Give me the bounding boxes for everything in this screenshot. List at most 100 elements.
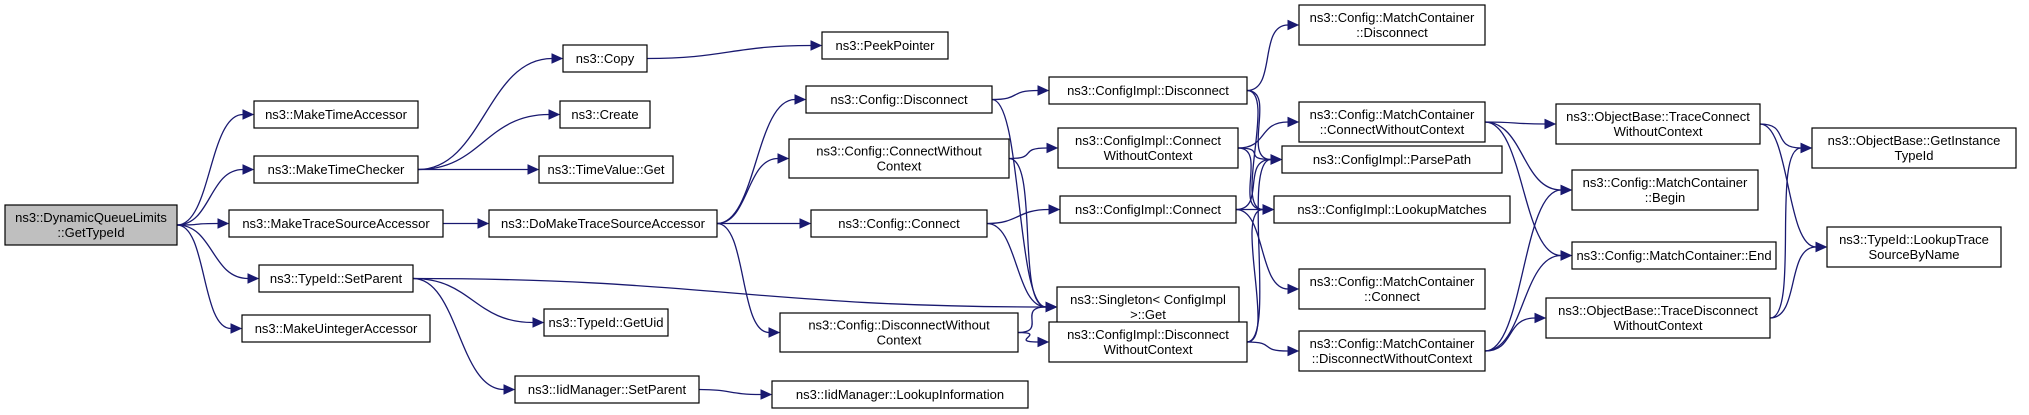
arrowhead-icon <box>217 218 230 229</box>
node-box <box>1056 286 1240 328</box>
arrowhead-icon <box>1544 118 1557 130</box>
node-box <box>1545 297 1771 339</box>
edge-config-disconnect-without-context-to-configimpl-disconnect-without-context <box>1017 331 1050 348</box>
arrowhead-icon <box>760 389 773 400</box>
edge-line <box>1235 158 1272 211</box>
arrowhead-icon <box>1037 336 1050 348</box>
node-mc-end[interactable]: ns3::Config::MatchContainer::End <box>1571 241 1777 270</box>
arrowhead-icon <box>1037 85 1050 96</box>
node-config-connect-without-context[interactable]: ns3::Config::ConnectWithoutContext <box>788 138 1010 179</box>
node-label: ns3::Create <box>571 107 638 122</box>
node-iidmanager-lookup-information[interactable]: ns3::IidManager::LookupInformation <box>771 380 1029 409</box>
edge-layer <box>176 19 1828 400</box>
node-box <box>1281 145 1503 174</box>
node-label: ns3::Config::MatchContainer <box>1310 336 1475 351</box>
arrowhead-icon <box>551 53 564 64</box>
node-box <box>1273 195 1511 224</box>
node-label: ns3::DynamicQueueLimits <box>15 210 167 225</box>
node-root[interactable]: ns3::DynamicQueueLimits::GetTypeId <box>4 204 178 246</box>
edge-line <box>176 224 232 330</box>
node-label: ::DisconnectWithoutContext <box>1312 351 1473 366</box>
edge-line <box>986 208 1050 225</box>
arrowhead-icon <box>242 109 255 120</box>
node-mc-disconnect[interactable]: ns3::Config::MatchContainer::Disconnect <box>1298 4 1486 46</box>
node-typeid-get-uid[interactable]: ns3::TypeId::GetUid <box>543 308 669 337</box>
node-label: ns3::Singleton< ConfigImpl <box>1070 292 1226 307</box>
node-configimpl-lookup-matches[interactable]: ns3::ConfigImpl::LookupMatches <box>1273 195 1511 224</box>
node-label: ns3::ObjectBase::TraceDisconnect <box>1558 303 1758 318</box>
node-make-time-checker[interactable]: ns3::MakeTimeChecker <box>253 155 419 184</box>
node-mc-connect[interactable]: ns3::Config::MatchContainer::Connect <box>1298 268 1486 310</box>
node-label: ns3::TypeId::GetUid <box>549 315 664 330</box>
node-configimpl-parse-path[interactable]: ns3::ConfigImpl::ParsePath <box>1281 145 1503 174</box>
node-label: ns3::IidManager::SetParent <box>528 382 687 397</box>
edge-root-to-make-time-accessor <box>176 109 255 226</box>
edge-configimpl-disconnect-to-mc-disconnect <box>1246 19 1300 92</box>
node-iidmanager-set-parent[interactable]: ns3::IidManager::SetParent <box>514 375 700 404</box>
edge-configimpl-connect-without-context-to-mc-connect-without-context <box>1237 116 1300 149</box>
arrowhead-icon <box>548 109 561 120</box>
node-config-disconnect[interactable]: ns3::Config::Disconnect <box>805 85 993 114</box>
node-timevalue-get[interactable]: ns3::TimeValue::Get <box>538 155 674 184</box>
edge-line <box>1235 208 1289 290</box>
arrowhead-icon <box>794 94 807 105</box>
arrowhead-icon <box>1534 312 1547 324</box>
node-configimpl-connect-without-context[interactable]: ns3::ConfigImpl::ConnectWithoutContext <box>1057 127 1239 169</box>
node-mc-connect-without-context[interactable]: ns3::Config::MatchContainer::ConnectWith… <box>1298 101 1486 143</box>
node-label: ns3::ConfigImpl::Connect <box>1075 202 1221 217</box>
edge-typeid-set-parent-to-typeid-get-uid <box>412 277 545 328</box>
node-label: ::GetTypeId <box>57 225 124 240</box>
node-label: Context <box>877 159 922 174</box>
edge-line <box>716 98 796 225</box>
node-make-uinteger-accessor[interactable]: ns3::MakeUintegerAccessor <box>241 314 431 343</box>
node-configimpl-disconnect[interactable]: ns3::ConfigImpl::Disconnect <box>1048 76 1248 105</box>
edge-line <box>1759 123 1817 248</box>
edge-line <box>1008 147 1048 160</box>
node-do-make-trace-source-accessor[interactable]: ns3::DoMakeTraceSourceAccessor <box>488 209 718 238</box>
edge-do-make-trace-source-accessor-to-config-disconnect <box>716 94 807 225</box>
node-make-time-accessor[interactable]: ns3::MakeTimeAccessor <box>253 100 419 129</box>
edge-make-time-checker-to-copy <box>417 53 564 171</box>
arrowhead-icon <box>1262 204 1275 215</box>
node-mc-disconnect-without-context[interactable]: ns3::Config::MatchContainer::DisconnectW… <box>1298 330 1486 372</box>
node-copy[interactable]: ns3::Copy <box>562 44 648 73</box>
edge-objectbase-trace-disconnect-without-context-to-typeid-lookup-trace-source-by-name <box>1769 241 1828 319</box>
node-label: WithoutContext <box>1614 318 1703 333</box>
edge-do-make-trace-source-accessor-to-config-disconnect-without-context <box>716 222 781 338</box>
arrowhead-icon <box>527 164 540 175</box>
arrowhead-icon <box>1048 204 1061 215</box>
node-box <box>538 155 674 184</box>
node-config-disconnect-without-context[interactable]: ns3::Config::DisconnectWithoutContext <box>779 312 1019 353</box>
node-label: ns3::Config::Disconnect <box>830 92 968 107</box>
node-create[interactable]: ns3::Create <box>559 100 651 129</box>
node-label: ns3::TypeId::SetParent <box>270 271 403 286</box>
edge-line <box>412 277 534 324</box>
edge-line <box>1246 89 1272 161</box>
edge-line <box>1008 157 1047 308</box>
edge-line <box>1237 147 1264 211</box>
node-singleton-get[interactable]: ns3::Singleton< ConfigImpl >::Get <box>1056 286 1240 328</box>
arrowhead-icon <box>810 40 823 51</box>
arrowhead-icon <box>1046 142 1059 154</box>
node-box <box>228 209 444 238</box>
edge-line <box>1237 147 1272 161</box>
node-objectbase-trace-disconnect-without-context[interactable]: ns3::ObjectBase::TraceDisconnectWithoutC… <box>1545 297 1771 339</box>
node-objectbase-trace-connect-without-context[interactable]: ns3::ObjectBase::TraceConnectWithoutCont… <box>1555 103 1761 145</box>
edge-objectbase-trace-disconnect-without-context-to-objectbase-get-instance-typeid <box>1769 142 1813 319</box>
node-mc-begin[interactable]: ns3::Config::MatchContainer::Begin <box>1571 169 1759 211</box>
node-config-connect[interactable]: ns3::Config::Connect <box>810 209 988 238</box>
node-typeid-set-parent[interactable]: ns3::TypeId::SetParent <box>258 264 414 293</box>
node-configimpl-disconnect-without-context[interactable]: ns3::ConfigImpl::DisconnectWithoutContex… <box>1048 321 1248 363</box>
node-peek-pointer[interactable]: ns3::PeekPointer <box>821 31 949 60</box>
edge-make-time-checker-to-create <box>417 109 561 171</box>
edge-configimpl-disconnect-without-context-to-mc-disconnect-without-context <box>1246 341 1300 357</box>
arrowhead-icon <box>477 218 490 229</box>
node-label: ns3::ConfigImpl::Connect <box>1075 133 1221 148</box>
node-make-trace-source-accessor[interactable]: ns3::MakeTraceSourceAccessor <box>228 209 444 238</box>
node-label: ns3::Config::Connect <box>838 216 960 231</box>
node-configimpl-connect[interactable]: ns3::ConfigImpl::Connect <box>1059 195 1237 224</box>
node-box <box>253 155 419 184</box>
arrowhead-icon <box>532 317 545 328</box>
